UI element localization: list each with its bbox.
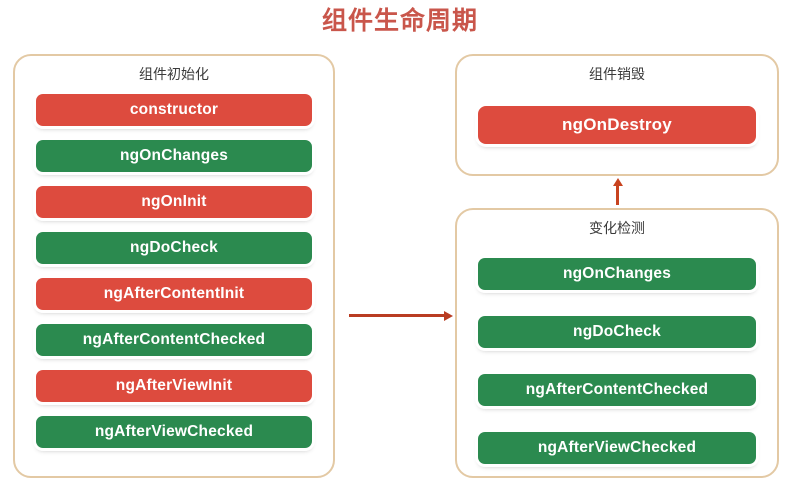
panel-title-destroy: 组件销毁: [589, 66, 645, 82]
arrow-right-icon: [349, 314, 445, 317]
panel-change-detection: 变化检测 ngOnChanges ngDoCheck ngAfterConten…: [455, 208, 779, 478]
page-title: 组件生命周期: [321, 7, 478, 35]
panel-title-initialization: 组件初始化: [139, 66, 209, 82]
panel-title-change-detection: 变化检测: [589, 220, 645, 236]
hook-cd-ngafterviewchecked[interactable]: ngAfterViewChecked: [478, 432, 756, 464]
arrow-up-icon: [616, 185, 619, 205]
hook-constructor[interactable]: constructor: [36, 94, 312, 126]
hook-ngdocheck[interactable]: ngDoCheck: [36, 232, 312, 264]
hook-cd-ngdocheck[interactable]: ngDoCheck: [478, 316, 756, 348]
hook-ngonchanges[interactable]: ngOnChanges: [36, 140, 312, 172]
hook-list-initialization: constructor ngOnChanges ngOnInit ngDoChe…: [15, 94, 333, 448]
hook-ngaftercontentchecked[interactable]: ngAfterContentChecked: [36, 324, 312, 356]
hook-list-change-detection: ngOnChanges ngDoCheck ngAfterContentChec…: [457, 258, 777, 464]
hook-ngafterviewinit[interactable]: ngAfterViewInit: [36, 370, 312, 402]
hook-list-destroy: ngOnDestroy: [457, 106, 777, 144]
hook-ngafterviewchecked[interactable]: ngAfterViewChecked: [36, 416, 312, 448]
hook-cd-ngaftercontentchecked[interactable]: ngAfterContentChecked: [478, 374, 756, 406]
hook-cd-ngonchanges[interactable]: ngOnChanges: [478, 258, 756, 290]
panel-component-destroy: 组件销毁 ngOnDestroy: [455, 54, 779, 176]
hook-ngoninit[interactable]: ngOnInit: [36, 186, 312, 218]
hook-ngaftercontentinit[interactable]: ngAfterContentInit: [36, 278, 312, 310]
panel-component-initialization: 组件初始化 constructor ngOnChanges ngOnInit n…: [13, 54, 335, 478]
hook-ngondestroy[interactable]: ngOnDestroy: [478, 106, 756, 144]
